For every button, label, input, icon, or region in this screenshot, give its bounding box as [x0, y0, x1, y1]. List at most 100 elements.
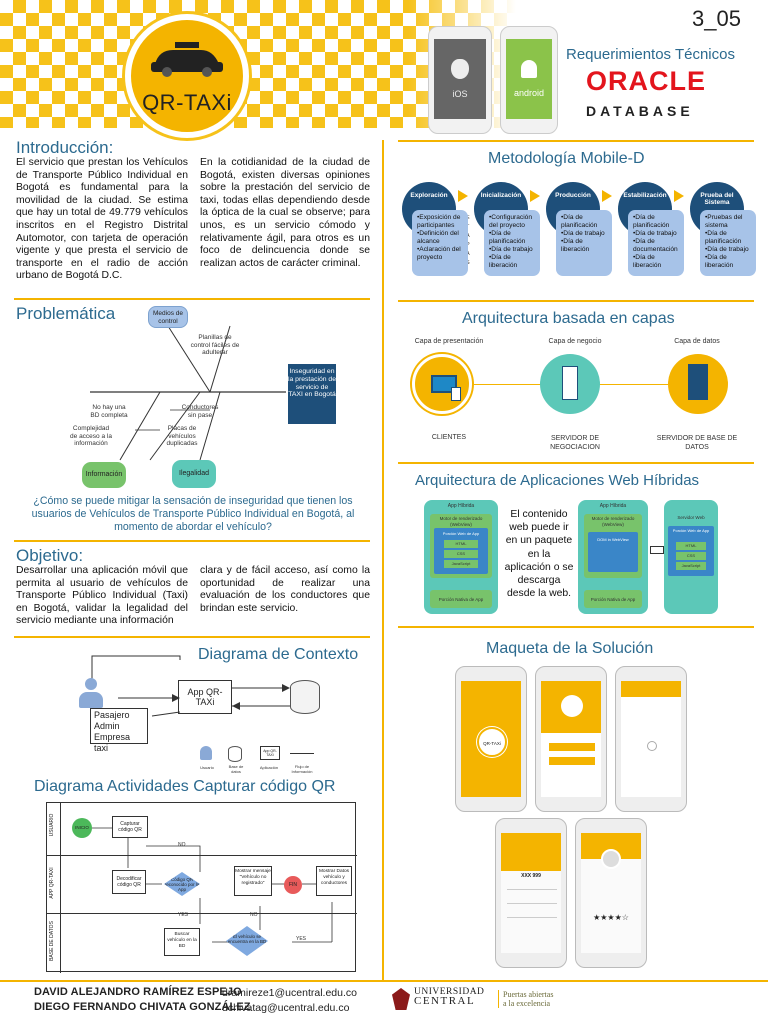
actor-admin: Admin [94, 721, 120, 731]
layer-presentacion: Capa de presentación [414, 338, 484, 345]
poster-code: 3_05 [692, 6, 741, 31]
hybrid-text: El contenido web puede ir en un paquete … [504, 509, 574, 600]
cause-ilegalidad: Ilegalidad [172, 460, 216, 488]
phase-item: •Día de liberación [561, 238, 590, 253]
ios-label: iOS [452, 89, 468, 99]
user-icon [78, 678, 104, 710]
layer-datos: Capa de datos [674, 338, 720, 345]
cause-medios: Medios de control [148, 306, 188, 328]
android-phone: android [500, 26, 558, 134]
author-2-name: DIEGO FERNANDO CHIVATA GONZÁLEZ [34, 1001, 251, 1013]
context-flows [91, 655, 290, 717]
phase-box: •Día de planificación•Día de trabajo •Día… [628, 210, 684, 276]
phase-item: •Día de trabajo [633, 230, 677, 237]
phase-item: •Día de trabajo [489, 246, 533, 253]
actors-box: Pasajero Admin Empresa taxi [90, 708, 148, 753]
layers-title: Arquitectura basada en capas [462, 310, 675, 327]
logo-text: QR-TAXi [142, 90, 232, 115]
label-yes1: YES [178, 912, 189, 918]
mockup-phone-2[interactable] [535, 666, 607, 812]
label-clientes: CLIENTES [431, 434, 467, 441]
mockup-phone-3 [615, 666, 687, 812]
divider [0, 980, 768, 982]
divider [14, 298, 370, 300]
phase-item: •Aclaración del proyecto [417, 246, 461, 261]
phase-arrow-icon [602, 190, 612, 202]
lane-app: APP QR-TAXI [49, 867, 55, 899]
mockup-phone-1: QR-TAXi [455, 666, 527, 812]
intro-title: Introducción: [16, 138, 114, 157]
actor-empresa: Empresa taxi [94, 732, 131, 753]
divider [398, 462, 754, 464]
clients-icon [412, 354, 472, 414]
taxi-car-icon [151, 42, 223, 77]
end-node: FIN [284, 876, 302, 894]
author-2-email[interactable]: dchivatag@ucentral.edu.co [222, 1002, 350, 1014]
apple-icon [451, 59, 469, 79]
phase-arrow-icon [674, 190, 684, 202]
cause-informacion: Información [82, 462, 126, 488]
hybrid-app-2: App Híbrida Motor de renderizado (WebVie… [578, 500, 648, 614]
legend-bd: Base de datos [228, 764, 244, 774]
problem-title: Problemática [16, 304, 116, 323]
objective-col1: Desarrollar una aplicación móvil que per… [16, 565, 188, 627]
divider [398, 300, 754, 302]
ios-phone: iOS [428, 26, 492, 134]
web-server: Servidor Web Porción Web de App HTML CSS… [664, 500, 718, 614]
university-crest-icon [392, 988, 410, 1010]
qr-taxi-logo: QR-TAXi [125, 14, 249, 138]
cause-nohay: No hay una BD completa [90, 404, 128, 419]
req-title: Requerimientos Técnicos [566, 46, 735, 63]
swimlane-diagram [46, 802, 357, 973]
legend-db-icon [228, 746, 242, 762]
phase-item: •Día de liberación [489, 254, 518, 269]
phase-box: •Exposición de participantes•Definición … [412, 210, 468, 276]
act-mostrar-msg: Mostrar mensaje "Vehículo no registrado" [234, 866, 272, 896]
phase-item: •Día de liberación [705, 254, 734, 269]
lane-bd: BASE DE DATOS [49, 921, 55, 961]
act-buscar: Buscar vehículo en la BD [164, 928, 200, 956]
cause-placas: Placas de vehículos duplicadas [166, 425, 198, 447]
phase-item: •Día de planificación [561, 214, 598, 229]
hybrid-app-1: App Híbrida Motor de renderizado (WebVie… [424, 500, 498, 614]
android-icon [521, 60, 537, 78]
act-decodificar: Decodificar código QR [112, 870, 146, 894]
app-box: App QR-TAXi [178, 680, 232, 714]
sync-arrow-icon [650, 546, 664, 554]
university-name: UNIVERSIDAD CENTRAL [414, 987, 485, 1007]
business-server-icon [540, 354, 600, 414]
phase-item: •Día de planificación [633, 214, 670, 229]
objective-col2: clara y de fácil acceso, así como la opo… [200, 565, 370, 614]
phase-arrow-icon [458, 190, 468, 202]
label-no1: NO [178, 842, 186, 848]
rating-stars: ★★★★☆ [593, 913, 629, 922]
phase-item: •Día de trabajo [561, 230, 605, 237]
divider [14, 540, 370, 542]
problem-question: ¿Cómo se puede mitigar la sensación de i… [31, 495, 355, 533]
mockup-title: Maqueta de la Solución [486, 640, 654, 657]
oracle-logo: ORACLE [586, 66, 706, 96]
phase-item: •Día de planificación [705, 230, 742, 245]
divider [398, 626, 754, 628]
phase-box: •Pruebas del sistema•Día de planificació… [700, 210, 756, 276]
cause-complejidad: Complejidad de acceso a la información [70, 425, 112, 447]
label-servidor-neg: SERVIDOR DE NEGOCIACION [550, 435, 600, 451]
legend-usuario: Usuario [200, 765, 214, 770]
phase-item: •Día de liberación [633, 254, 662, 269]
phase-item: •Día de planificación [489, 230, 526, 245]
mockup-phone-5: ★★★★☆ [575, 818, 647, 968]
phase-item: •Día de trabajo [705, 246, 749, 253]
divider [398, 140, 754, 142]
center-divider [382, 140, 384, 980]
database-label: DATABASE [586, 103, 694, 119]
cause-conductores: Conductores sin pase [181, 404, 219, 419]
mobiled-title: Metodología Mobile-D [488, 150, 645, 167]
legend-user-icon [200, 746, 212, 760]
actor-pasajero: Pasajero [94, 710, 130, 720]
author-1-email[interactable]: dramireze1@ucentral.edu.co [222, 987, 357, 999]
legend-app-box: App QR-TAXi [260, 746, 280, 760]
context-title: Diagrama de Contexto [198, 646, 359, 663]
android-label: android [513, 88, 545, 98]
label-yes2: YES [296, 936, 307, 942]
label-no2: NO [250, 912, 258, 918]
